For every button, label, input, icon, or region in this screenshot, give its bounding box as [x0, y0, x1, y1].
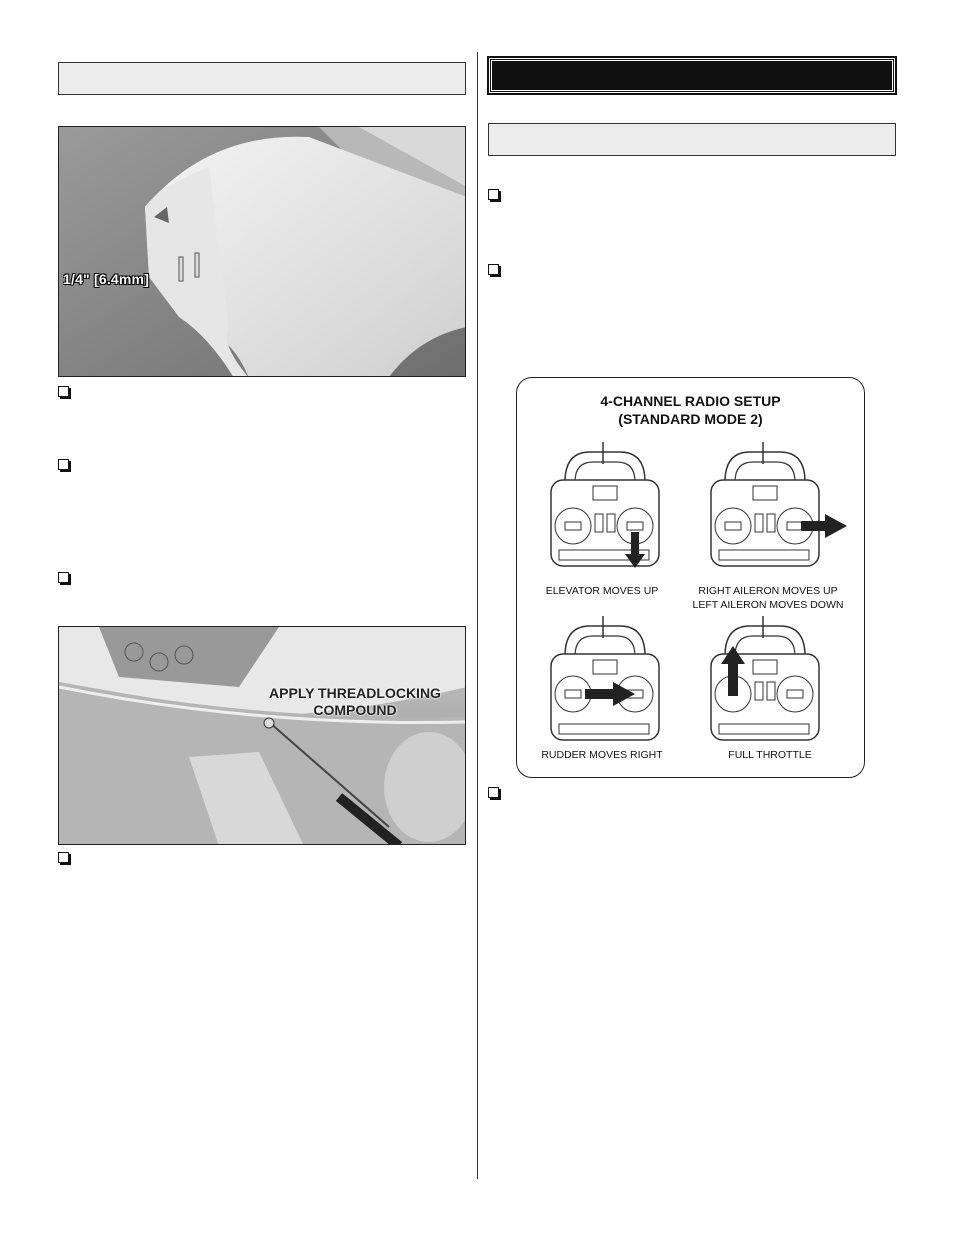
right-black-header	[487, 56, 897, 95]
threadlock-photo: APPLY THREADLOCKING COMPOUND	[58, 626, 466, 845]
measurement-label: 1/4" [6.4mm]	[63, 271, 150, 287]
radio-setup-title-line2: (STANDARD MODE 2)	[618, 411, 763, 427]
caption-elevator: ELEVATOR MOVES UP	[545, 585, 659, 597]
threadlock-photo-art	[59, 627, 465, 844]
caption-throttle: FULL THROTTLE	[728, 749, 812, 761]
radio-setup-title: 4-CHANNEL RADIO SETUP (STANDARD MODE 2)	[517, 392, 864, 428]
transmitter-throttle	[705, 616, 825, 751]
caption-rudder: RUDDER MOVES RIGHT	[541, 749, 663, 761]
wing-tip-photo-art	[59, 127, 465, 376]
step-checkbox[interactable]	[58, 572, 69, 583]
step-checkbox[interactable]	[488, 787, 499, 798]
transmitter-aileron	[705, 442, 855, 579]
step-checkbox[interactable]	[58, 386, 69, 397]
caption-aileron-line2: LEFT AILERON MOVES DOWN	[692, 599, 844, 611]
step-checkbox[interactable]	[58, 459, 69, 470]
right-section-header	[488, 123, 896, 156]
caption-aileron: RIGHT AILERON MOVES UP LEFT AILERON MOVE…	[685, 584, 851, 612]
wing-tip-photo: 1/4" [6.4mm]	[58, 126, 466, 377]
transmitter-elevator	[545, 442, 665, 579]
transmitter-rudder	[545, 616, 665, 751]
threadlock-label: APPLY THREADLOCKING COMPOUND	[255, 685, 455, 719]
caption-aileron-line1: RIGHT AILERON MOVES UP	[698, 585, 838, 597]
step-checkbox[interactable]	[58, 852, 69, 863]
threadlock-label-line2: COMPOUND	[313, 702, 397, 718]
step-checkbox[interactable]	[488, 189, 499, 200]
column-divider	[477, 52, 478, 1179]
threadlock-label-line1: APPLY THREADLOCKING	[269, 685, 441, 701]
left-section-header	[58, 62, 466, 95]
step-checkbox[interactable]	[488, 264, 499, 275]
radio-setup-diagram: 4-CHANNEL RADIO SETUP (STANDARD MODE 2) …	[516, 377, 865, 778]
radio-setup-title-line1: 4-CHANNEL RADIO SETUP	[600, 393, 781, 409]
